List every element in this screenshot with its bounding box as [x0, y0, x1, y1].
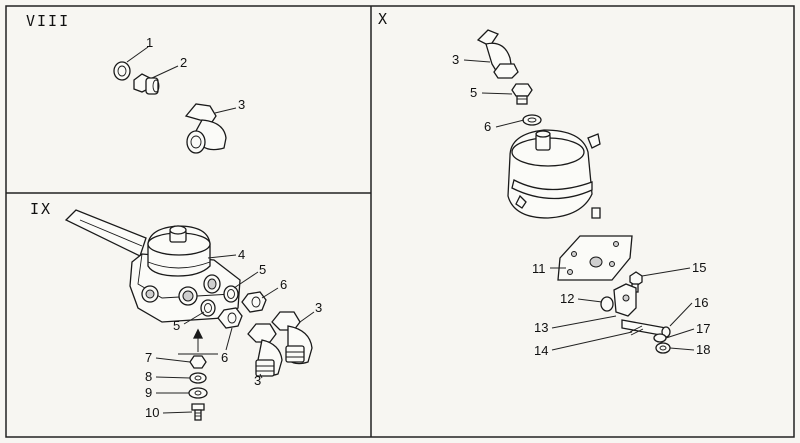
x-washer-17-part [653, 333, 667, 343]
leader-ix-4 [207, 254, 237, 259]
leader-ix-3b [259, 373, 263, 379]
x-nut-18-part [655, 342, 671, 354]
callout-x-16: 16 [694, 295, 708, 310]
callout-ix-9: 9 [145, 385, 152, 400]
callout-x-18: 18 [696, 342, 710, 357]
x-cotter-pin-part [629, 325, 644, 336]
leader-x-14 [551, 331, 633, 351]
x-elbow-part [476, 29, 519, 79]
x-mounting-plate [557, 235, 633, 281]
ix-washer-lower [200, 299, 216, 317]
section-title-viii: VIII [26, 12, 70, 30]
callout-x-13: 13 [534, 320, 548, 335]
leader-x-17 [665, 328, 695, 339]
callout-ix-5a: 5 [259, 262, 266, 277]
ix-elbow-left [247, 323, 283, 377]
callout-ix-8: 8 [145, 369, 152, 384]
leader-viii-2 [151, 65, 179, 79]
callout-ix-10: 10 [145, 405, 159, 420]
leader-ix-3a [299, 311, 315, 323]
viii-washer-part [113, 61, 131, 81]
callout-x-17: 17 [696, 321, 710, 336]
callout-x-15: 15 [692, 260, 706, 275]
leader-ix-8 [155, 376, 191, 379]
ix-nipple-upper [241, 291, 267, 313]
callout-viii-2: 2 [180, 55, 187, 70]
callout-ix-3b: 3 [254, 373, 261, 388]
leader-ix-6a [261, 287, 279, 299]
callout-x-11: 11 [532, 261, 546, 276]
leader-x-5 [481, 92, 513, 95]
section-title-ix: IX [30, 200, 52, 218]
leader-viii-3 [214, 107, 237, 114]
callout-x-3: 3 [452, 52, 459, 67]
leader-ix-5a [233, 271, 259, 289]
leader-viii-1 [126, 46, 149, 63]
ix-elbow-right [271, 311, 313, 365]
callout-viii-3: 3 [238, 97, 245, 112]
callout-x-14: 14 [534, 343, 548, 358]
leader-x-3 [463, 59, 491, 63]
leader-x-16 [669, 302, 693, 327]
ix-valve-assembly [64, 209, 241, 323]
x-clevis-part [600, 283, 637, 317]
callout-x-5: 5 [470, 85, 477, 100]
leader-ix-10 [162, 411, 193, 414]
viii-union-nipple-part [133, 73, 160, 95]
leader-x-15 [641, 267, 691, 277]
x-washer-part [522, 114, 542, 126]
leader-ix-5b [183, 311, 205, 325]
ix-nipple-lower [217, 307, 243, 329]
ix-washer-upper [223, 285, 239, 303]
callout-ix-7: 7 [145, 350, 152, 365]
section-title-x: X [378, 10, 389, 28]
callout-ix-4: 4 [238, 247, 245, 262]
callout-ix-3a: 3 [315, 300, 322, 315]
leader-x-18 [669, 347, 695, 351]
callout-ix-6a: 6 [280, 277, 287, 292]
callout-x-6: 6 [484, 119, 491, 134]
callout-viii-1: 1 [146, 35, 153, 50]
callout-x-12: 12 [560, 291, 574, 306]
leader-x-6 [495, 119, 525, 128]
leader-ix-6b [225, 327, 233, 351]
callout-ix-5b: 5 [173, 318, 180, 333]
callout-ix-6b: 6 [221, 350, 228, 365]
leader-x-13 [551, 315, 617, 329]
leader-ix-7 [155, 357, 191, 363]
x-nipple-part [511, 83, 533, 105]
leader-x-12 [577, 298, 603, 303]
x-brake-chamber [507, 129, 601, 219]
viii-elbow-part [184, 103, 227, 154]
outer-frame [5, 5, 795, 438]
ix-fastener-stack [178, 328, 218, 421]
